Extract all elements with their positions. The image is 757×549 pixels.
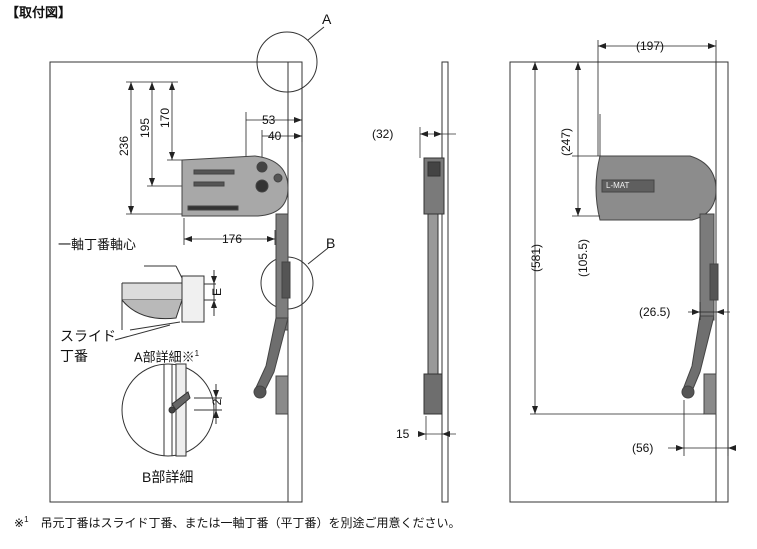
right-lift-unit xyxy=(595,155,719,415)
label-single-axis-hinge: 一軸丁番軸心 xyxy=(58,237,137,252)
detail-a xyxy=(114,265,216,341)
dim-170: 170 xyxy=(158,107,172,129)
dim-2: 2 xyxy=(210,398,224,406)
middle-unit-bottom xyxy=(423,373,443,415)
middle-panel xyxy=(441,61,449,503)
left-lift-unit xyxy=(181,155,291,415)
unit-brand-label: L-MAT xyxy=(606,181,630,190)
callout-circle-a xyxy=(256,31,318,93)
dim-197: (197) xyxy=(636,39,665,53)
label-detail-b: B部詳細 xyxy=(142,469,194,485)
dim-247: (247) xyxy=(559,128,573,157)
middle-arm xyxy=(427,213,439,377)
dim-581: (581) xyxy=(529,244,543,273)
dim-53: 53 xyxy=(262,113,276,127)
dim-e: E xyxy=(210,288,224,297)
footnote-sup: 1 xyxy=(24,515,29,524)
footnote-text: 吊元丁番はスライド丁番、または一軸丁番（平丁番）を別途ご用意ください。 xyxy=(28,516,461,530)
footnote-mark: ※ xyxy=(14,516,25,530)
dim-56: (56) xyxy=(632,441,654,455)
dim-15: 15 xyxy=(396,427,410,441)
footnote: ※1 吊元丁番はスライド丁番、または一軸丁番（平丁番）を別途ご用意ください。 xyxy=(14,515,461,530)
label-detail-a: A部詳細※1 xyxy=(134,349,200,365)
right-cabinet-outline xyxy=(509,61,717,503)
dim-26-5: (26.5) xyxy=(639,305,671,319)
callout-leader-a xyxy=(307,26,325,41)
detail-b xyxy=(121,363,222,457)
dim-176: 176 xyxy=(222,232,243,246)
callout-leader-b xyxy=(307,247,329,265)
callout-b-label: B xyxy=(326,235,336,251)
callout-a-label: A xyxy=(322,11,332,27)
label-slide-hinge-1: スライド xyxy=(60,328,116,344)
dim-32: (32) xyxy=(372,127,394,141)
dim-105-5: (105.5) xyxy=(576,238,590,278)
drawing-title: 【取付図】 xyxy=(6,5,72,20)
dim-195: 195 xyxy=(138,117,152,139)
dim-236: 236 xyxy=(117,135,131,157)
label-detail-a-sup: 1 xyxy=(194,349,200,358)
dim-40: 40 xyxy=(268,129,282,143)
label-slide-hinge-2: 丁番 xyxy=(60,348,88,364)
